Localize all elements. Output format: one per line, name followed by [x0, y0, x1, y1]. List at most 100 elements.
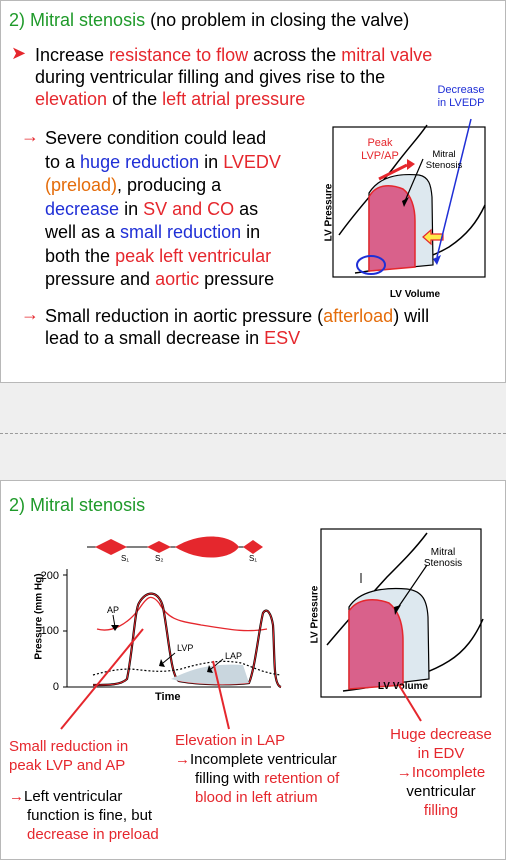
- text: left atrial pressure: [162, 89, 306, 109]
- text: pressure and: [45, 269, 151, 289]
- bullet-2: Severe condition could lead to a huge re…: [45, 127, 320, 292]
- sound-s1: S₁: [121, 554, 130, 563]
- y-tick-100: 100: [40, 625, 59, 637]
- arrow-right-icon: →: [9, 788, 24, 805]
- text: peak LVP and AP: [9, 757, 126, 774]
- bullet-3: Small reduction in aortic pressure (afte…: [45, 305, 495, 349]
- text: , producing a: [117, 175, 222, 195]
- mitral-stenosis-label: Mitral Stenosis: [419, 149, 469, 171]
- peak-lvp-ap-label: Peak LVP/AP: [355, 137, 405, 163]
- text: across the: [253, 45, 337, 65]
- note-right: Huge decrease in EDV →Incomplete ventric…: [379, 725, 503, 820]
- y-tick-0: 0: [52, 681, 59, 693]
- text: Elevation in LAP: [175, 732, 286, 749]
- slide-mitral-stenosis-diagrams: 2) Mitral stenosis: [0, 480, 506, 860]
- mitral-stenosis-label-2: Mitral Stenosis: [413, 547, 473, 569]
- text: Left ventricular: [24, 788, 123, 805]
- slide-mitral-stenosis-summary: 2) Mitral stenosis (no problem in closin…: [0, 0, 506, 383]
- text: aortic: [155, 269, 200, 289]
- title-main: Mitral stenosis: [30, 10, 146, 30]
- text: ESV: [264, 328, 301, 348]
- text: in: [124, 198, 139, 219]
- text: in: [246, 222, 261, 242]
- x-axis-label: LV Volume: [389, 289, 441, 300]
- arrow-right-icon: →: [21, 126, 39, 146]
- text: Small reduction in: [9, 738, 129, 755]
- pressure-time-chart: Pressure (mm Hg) 200 100 0 Time S₁ S₂ S₁…: [31, 529, 283, 709]
- text: afterload: [323, 306, 394, 326]
- y-axis-label: LV Pressure: [323, 183, 335, 242]
- text: Peak: [367, 137, 393, 149]
- text: Incomplete: [411, 764, 486, 781]
- text: in LVEDP: [437, 97, 485, 109]
- title-number: 2): [9, 10, 26, 30]
- pv-loop-graphic: [332, 118, 486, 278]
- title-note: (no problem in closing the valve): [150, 10, 410, 30]
- x-axis-label-2: LV Volume: [377, 681, 429, 692]
- text: as: [239, 198, 259, 219]
- ap-label: AP: [107, 605, 120, 615]
- lap-label: LAP: [225, 651, 243, 661]
- pv-loop-graphic-2: [320, 528, 484, 698]
- slide2-title: 2) Mitral stenosis: [9, 494, 145, 516]
- sound-s2: S₂: [155, 554, 164, 563]
- decrease-lvedp-label: Decrease in LVEDP: [431, 84, 491, 110]
- arrow-right-icon: →: [396, 764, 412, 781]
- lvp-label: LVP: [177, 643, 194, 653]
- text: Severe condition could lead: [45, 128, 267, 148]
- text: Stenosis: [425, 160, 463, 171]
- annotation-arrows: [60, 628, 422, 730]
- time-axis-label: Time: [155, 691, 181, 703]
- slide-divider: [0, 433, 506, 434]
- title-main: Mitral stenosis: [30, 495, 146, 515]
- text: function is fine, but: [27, 807, 153, 824]
- arrow-right-icon: →: [175, 751, 190, 768]
- title-number: 2): [9, 495, 26, 515]
- text: filling: [423, 802, 459, 819]
- text: LVEDV: [223, 151, 281, 172]
- pv-loop-diagram-2: Mitral Stenosis LV Pressure LV Volume: [303, 525, 503, 705]
- text: peak left ventricular: [115, 245, 272, 266]
- note-middle: Elevation in LAP →Incomplete ventricular…: [175, 731, 339, 807]
- text: ventricular: [406, 783, 476, 800]
- text: in EDV: [417, 745, 465, 762]
- text: mitral valve: [341, 45, 433, 65]
- text: both the: [45, 245, 111, 266]
- text: filling with: [195, 770, 261, 787]
- text: Huge decrease: [390, 726, 492, 743]
- text: during ventricular filling and gives ris…: [35, 67, 386, 87]
- note-left: Small reduction in peak LVP and AP →Left…: [9, 737, 159, 844]
- pv-loop-diagram-1: Decrease in LVEDP Peak LVP/AP Mitral Ste…: [319, 84, 505, 307]
- text: Stenosis: [423, 558, 463, 569]
- text: retention of: [264, 770, 340, 787]
- text: decrease: [45, 198, 120, 219]
- text: Mitral: [432, 149, 456, 160]
- text: (preload): [45, 175, 118, 195]
- y-tick-200: 200: [40, 570, 59, 582]
- text: resistance to flow: [109, 45, 249, 65]
- text: of the: [112, 89, 158, 109]
- bullet-1: Increase resistance to flow across the m…: [35, 44, 495, 110]
- sound-s1-second: S₁: [249, 554, 258, 563]
- text: LVP/AP: [361, 150, 399, 162]
- text: well as a: [45, 222, 116, 242]
- text: Mitral: [430, 547, 456, 558]
- pressure-time-graphic: [63, 536, 282, 689]
- text: Decrease: [437, 84, 485, 96]
- text: SV and CO: [143, 198, 235, 219]
- text: Small reduction in aortic pressure (: [45, 306, 324, 326]
- text: decrease in preload: [27, 826, 159, 843]
- arrow-right-icon: →: [21, 304, 39, 324]
- text: pressure: [204, 269, 275, 289]
- text: elevation: [35, 89, 108, 109]
- bullet-arrowhead-icon: ➤: [11, 43, 27, 63]
- text: ) will: [393, 306, 430, 326]
- text: Incomplete ventricular: [190, 751, 337, 768]
- text: Increase: [35, 45, 105, 65]
- text: huge reduction: [80, 151, 200, 172]
- slide1-title: 2) Mitral stenosis (no problem in closin…: [9, 9, 409, 31]
- text: lead to a small decrease in: [45, 328, 260, 348]
- text: in: [204, 151, 219, 172]
- text: to a: [45, 151, 76, 172]
- text: blood in left atrium: [195, 789, 318, 806]
